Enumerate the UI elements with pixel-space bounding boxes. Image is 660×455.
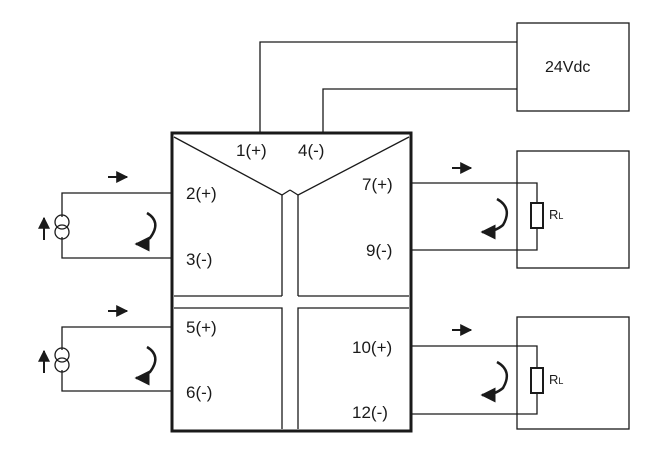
current-loop-arrow-icon <box>480 360 509 403</box>
load-label-r: R <box>549 372 559 387</box>
load-label-r: R <box>549 207 559 222</box>
output2-wire-top <box>411 345 538 368</box>
current-loop-arrow-icon <box>134 345 157 386</box>
terminal-4: 4(-) <box>298 141 325 160</box>
load-label-sub: L <box>558 211 564 221</box>
terminal-5: 5(+) <box>186 318 217 337</box>
terminal-2: 2(+) <box>186 184 217 203</box>
input1-wire-top <box>61 192 172 217</box>
power-supply-label: 24Vdc <box>545 59 591 76</box>
terminal-6: 6(-) <box>186 383 213 402</box>
resistor-icon <box>530 367 544 394</box>
current-loop-arrow-icon <box>134 211 157 252</box>
input2-wire-bottom <box>61 370 172 392</box>
current-source-icon <box>38 214 70 240</box>
separator-h-left-bottom <box>174 307 283 429</box>
load-label-top: RL <box>549 208 563 221</box>
input2-wire-top <box>61 326 172 350</box>
output1-wire-top <box>411 182 538 203</box>
output2-wire-bottom <box>411 393 538 415</box>
current-loop-arrow-icon <box>480 197 509 240</box>
terminal-10: 10(+) <box>352 338 393 357</box>
terminal-3: 3(-) <box>186 250 213 269</box>
current-source-icon <box>38 347 70 373</box>
load-label-sub: L <box>558 376 564 386</box>
power-supply-box <box>516 22 630 112</box>
load-label-bottom: RL <box>549 373 563 386</box>
power-lead-negative <box>322 88 517 133</box>
terminal-12: 12(-) <box>352 403 388 422</box>
terminal-7: 7(+) <box>362 175 393 194</box>
power-lead-positive <box>259 41 517 133</box>
resistor-icon <box>530 202 544 229</box>
input1-wire-bottom <box>61 237 172 259</box>
terminal-1: 1(+) <box>236 141 267 160</box>
module-body <box>170 131 413 433</box>
separator-h-right-bottom <box>297 307 409 429</box>
terminal-9: 9(-) <box>366 241 393 260</box>
output1-wire-bottom <box>411 228 538 251</box>
